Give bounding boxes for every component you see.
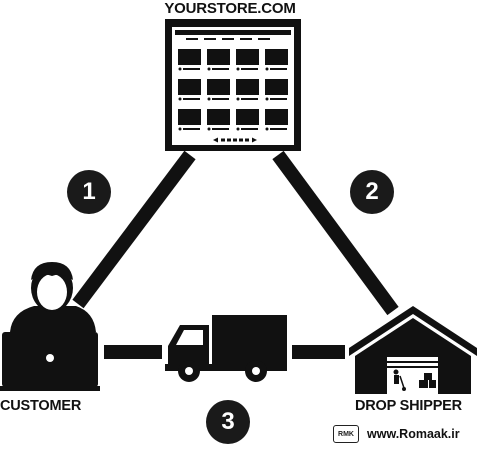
product-thumbnail (265, 79, 288, 95)
product-caption-line (270, 68, 287, 70)
product-bullet (265, 67, 269, 71)
product-thumbnail (236, 79, 259, 95)
product-bullet (178, 127, 182, 131)
product-bullet (236, 67, 240, 71)
step-2-badge: 2 (350, 170, 394, 214)
watermark-logo-icon: RMK (333, 425, 359, 443)
product-bullet (265, 97, 269, 101)
store-title: YOURSTORE.COM (164, 0, 296, 17)
watermark-url: www.Romaak.ir (367, 427, 460, 441)
product-caption-line (212, 98, 229, 100)
product-bullet (236, 97, 240, 101)
product-thumbnail (178, 79, 201, 95)
customer-icon (10, 262, 96, 332)
product-bullet (178, 67, 182, 71)
product-bullet (265, 127, 269, 131)
product-thumbnail (178, 109, 201, 125)
product-thumbnail (207, 49, 230, 65)
product-caption-line (183, 98, 200, 100)
customer-label: CUSTOMER (0, 398, 82, 414)
drop-shipper-label: DROP SHIPPER (355, 398, 462, 414)
connector-store-customer (72, 150, 196, 309)
product-bullet (178, 97, 182, 101)
product-caption-line (212, 128, 229, 130)
step-3-badge: 3 (206, 400, 250, 444)
step-1-badge: 1 (67, 170, 111, 214)
product-caption-line (241, 128, 258, 130)
watermark: RMK www.Romaak.ir (333, 424, 460, 444)
product-bullet (207, 67, 211, 71)
product-caption-line (183, 128, 200, 130)
product-bullet (236, 127, 240, 131)
product-thumbnail (207, 109, 230, 125)
product-caption-line (212, 68, 229, 70)
product-thumbnail (265, 109, 288, 125)
product-thumbnail (178, 49, 201, 65)
product-caption-line (270, 128, 287, 130)
connector-store-shipper (272, 150, 399, 316)
product-caption-line (241, 68, 258, 70)
product-caption-line (183, 68, 200, 70)
connector-lines (72, 150, 399, 359)
laptop-icon (0, 332, 100, 391)
product-caption-line (241, 98, 258, 100)
truck-icon (165, 315, 287, 382)
product-bullet (207, 97, 211, 101)
warehouse-icon (349, 306, 477, 394)
product-thumbnail (236, 109, 259, 125)
product-thumbnail (265, 49, 288, 65)
product-bullet (207, 127, 211, 131)
product-grid (178, 49, 288, 131)
product-thumbnail (207, 79, 230, 95)
website-icon (165, 19, 301, 151)
product-thumbnail (236, 49, 259, 65)
product-caption-line (270, 98, 287, 100)
pagination (213, 137, 257, 143)
